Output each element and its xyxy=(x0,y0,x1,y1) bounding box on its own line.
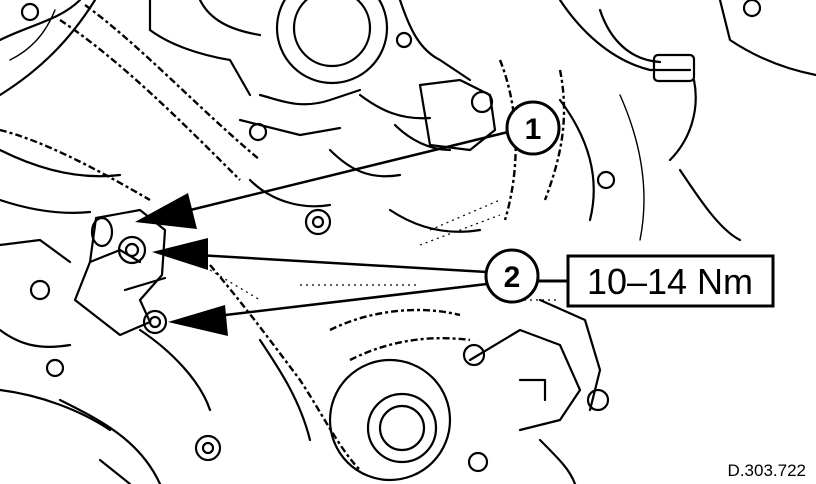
callout-1: 1 xyxy=(505,100,561,156)
arrowhead-callout-2-upper xyxy=(152,238,208,270)
callout-2-number: 2 xyxy=(504,261,521,294)
torque-spec-label: 10–14 Nm xyxy=(587,261,753,302)
arrowhead-callout-2-lower xyxy=(168,305,228,336)
drawing-code: D.303.722 xyxy=(728,461,806,480)
callout-2: 2 xyxy=(484,248,540,304)
leader-lines xyxy=(169,130,509,320)
torque-spec-box: 10–14 Nm xyxy=(566,254,775,308)
callout-1-number: 1 xyxy=(525,113,542,146)
arrowhead-callout-1 xyxy=(135,193,197,229)
